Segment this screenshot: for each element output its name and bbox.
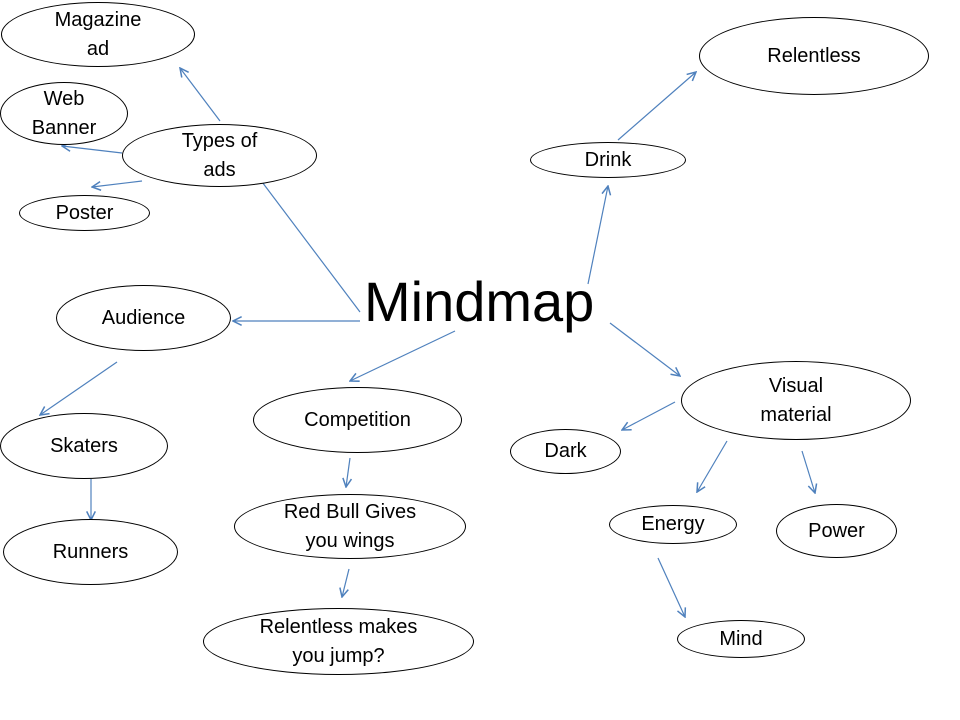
- arrow-audience-to-skaters: [40, 361, 118, 415]
- arrow-types-to-web: [62, 146, 123, 154]
- node-label: Competition: [304, 408, 411, 431]
- node-label: Drink: [584, 148, 632, 171]
- node-label: Poster: [55, 201, 114, 224]
- arrow-redbull-to-relentless: [342, 568, 350, 597]
- node-magazine-ad: Magazine ad: [1, 2, 195, 67]
- arrow-center-to-visual: [609, 322, 680, 376]
- node-label: Audience: [101, 306, 186, 329]
- node-drink: Drink: [530, 142, 686, 178]
- node-poster: Poster: [19, 195, 150, 231]
- node-label: Runners: [52, 540, 129, 563]
- arrow-types-to-poster: [92, 180, 143, 187]
- node-label: Visual material: [760, 374, 832, 426]
- node-skaters: Skaters: [0, 413, 168, 479]
- node-relentless: Relentless: [699, 17, 929, 95]
- node-label: Energy: [641, 513, 705, 535]
- node-label: Skaters: [50, 434, 118, 457]
- node-energy: Energy: [609, 505, 737, 544]
- node-label: Dark: [544, 440, 587, 462]
- node-types-of-ads: Types of ads: [122, 124, 317, 187]
- node-relentless-slogan: Relentless makes you jump?: [203, 608, 474, 675]
- arrow-visual-to-power: [801, 450, 815, 493]
- arrow-types-to-magazine: [180, 68, 221, 122]
- node-competition: Competition: [253, 387, 462, 453]
- node-visual-material: Visual material: [681, 361, 911, 440]
- arrow-center-to-competition: [350, 330, 456, 381]
- node-label: Web Banner: [31, 87, 97, 139]
- node-web-banner: Web Banner: [0, 82, 128, 145]
- node-label: Types of ads: [181, 129, 258, 181]
- node-label: Relentless makes you jump?: [259, 615, 418, 667]
- arrow-center-to-drink: [587, 186, 608, 285]
- node-dark: Dark: [510, 429, 621, 474]
- node-label: Red Bull Gives you wings: [283, 500, 417, 552]
- node-label: Relentless: [767, 44, 861, 67]
- arrow-drink-to-relentless: [617, 72, 696, 141]
- central-title: Mindmap: [364, 270, 595, 333]
- node-runners: Runners: [3, 519, 178, 585]
- arrow-competition-to-redbull: [346, 457, 350, 487]
- node-audience: Audience: [56, 285, 231, 351]
- node-label: Power: [808, 519, 865, 542]
- arrow-center-to-types: [247, 162, 361, 313]
- node-mind: Mind: [677, 620, 805, 658]
- arrow-visual-to-energy: [697, 440, 728, 492]
- node-power: Power: [776, 504, 897, 558]
- arrow-energy-to-mind: [657, 557, 685, 617]
- node-label: Magazine ad: [54, 8, 142, 60]
- node-label: Mind: [719, 627, 763, 650]
- node-red-bull-slogan: Red Bull Gives you wings: [234, 494, 466, 559]
- arrow-visual-to-dark: [622, 401, 676, 430]
